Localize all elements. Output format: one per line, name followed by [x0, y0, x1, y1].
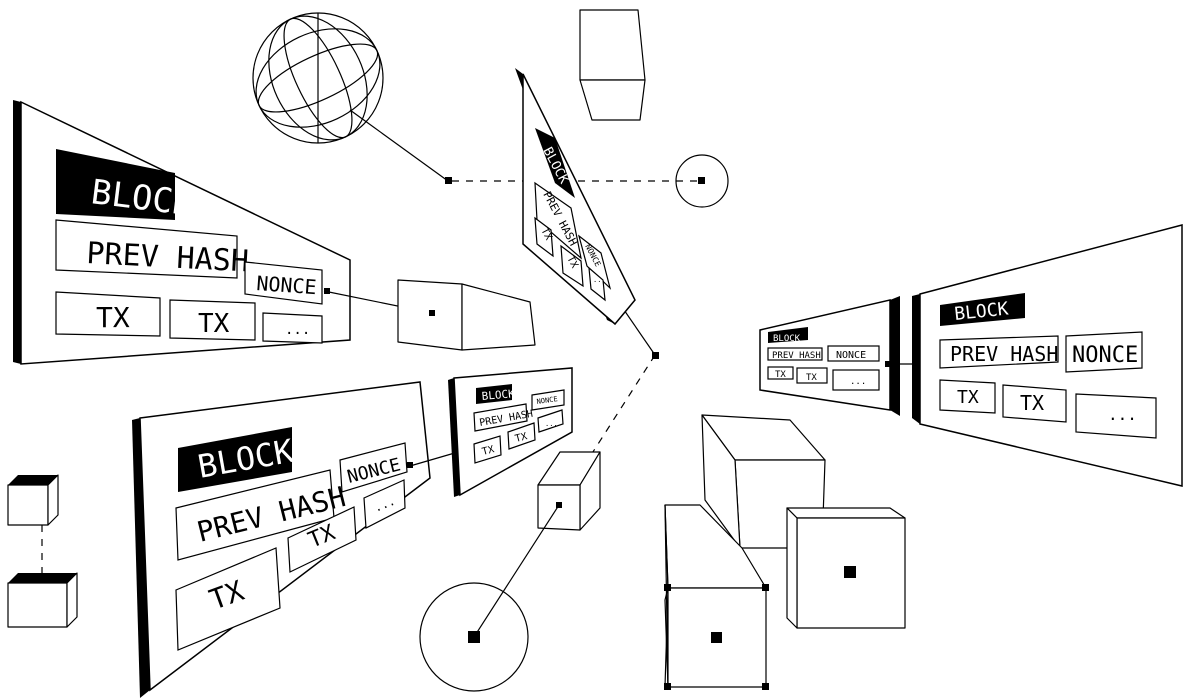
node-circle	[419, 582, 529, 692]
more-label: ...	[285, 322, 310, 338]
block-panel-left: BLOCK PREV HASH NONCE TX TX ...	[13, 100, 351, 365]
node-dot	[407, 462, 413, 468]
cube-icon	[7, 474, 59, 526]
dashed-connector	[574, 354, 656, 481]
block-label: BLOCK	[773, 334, 801, 344]
cube-icon	[579, 9, 646, 121]
more-label: ...	[850, 377, 866, 387]
node-dot	[698, 177, 705, 184]
tx-label: TX	[564, 254, 579, 270]
tx-label: TX	[806, 373, 817, 383]
node-dot	[445, 177, 452, 184]
cube-icon	[7, 572, 78, 628]
prev-hash-label: PREV HASH	[86, 236, 250, 279]
tx-label: TX	[514, 431, 528, 445]
tx-label: TX	[481, 444, 495, 458]
more-label: ...	[593, 276, 606, 284]
tx-label: TX	[198, 309, 230, 339]
block-panel-center: BLOCK PREV HASH NONCE TX TX ...	[515, 68, 636, 326]
node-dot	[664, 683, 671, 690]
node-dot	[324, 288, 330, 294]
tx-label: TX	[957, 387, 979, 408]
tx-label: TX	[1020, 391, 1044, 415]
block-panel-bottom-left: BLOCK PREV HASH NONCE TX TX ...	[132, 381, 431, 698]
connector	[473, 504, 560, 638]
tx-label: TX	[775, 370, 786, 380]
node-dot	[885, 361, 891, 367]
node-dot	[762, 584, 769, 591]
cube-icon	[537, 451, 601, 531]
tx-label: TX	[538, 226, 553, 242]
prev-hash-label: PREV HASH	[772, 351, 821, 361]
nonce-label: NONCE	[836, 350, 866, 361]
globe-connector	[349, 109, 449, 182]
nonce-label: NONCE	[256, 271, 318, 299]
more-label: ...	[1108, 405, 1137, 424]
node-circle	[675, 154, 729, 208]
tx-label: TX	[96, 301, 130, 334]
prev-hash-label: PREV HASH	[950, 342, 1058, 366]
block-panel-small: BLOCK PREV HASH NONCE TX TX ...	[448, 367, 573, 497]
block-panel-right-small: BLOCK PREV HASH NONCE TX TX ...	[759, 296, 900, 416]
block-label: BLOCK	[481, 387, 515, 403]
node-dot	[468, 631, 480, 643]
node-dot	[844, 566, 856, 578]
nonce-label: NONCE	[1072, 343, 1138, 368]
node-dot	[429, 310, 435, 316]
node-dot	[664, 584, 671, 591]
node-dot	[711, 632, 722, 643]
node-dot	[762, 683, 769, 690]
block-panel-right-large: BLOCK PREV HASH NONCE TX TX ...	[912, 224, 1183, 487]
nonce-label: NONCE	[536, 395, 558, 406]
cube-icon	[397, 279, 536, 351]
more-label: ...	[545, 420, 558, 428]
globe-icon	[252, 12, 384, 144]
vanishing-point	[652, 352, 659, 359]
